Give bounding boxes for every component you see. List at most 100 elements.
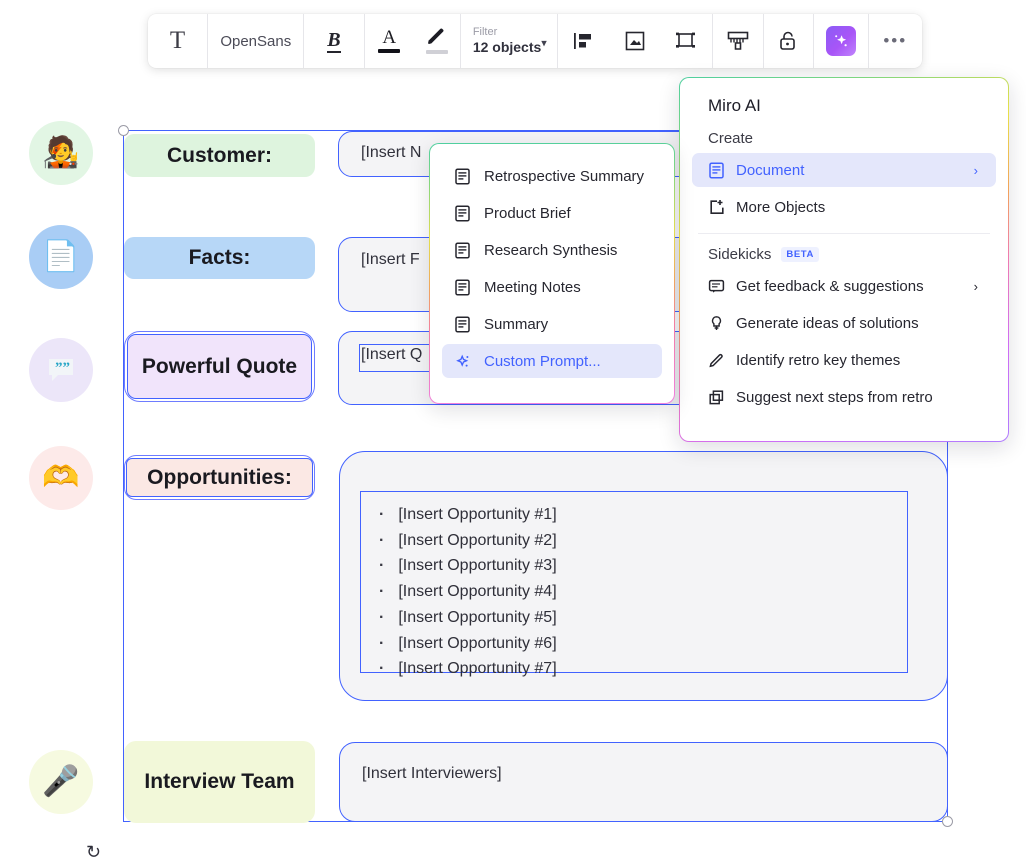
text-color-swatch <box>378 49 401 54</box>
highlight-pen-button[interactable] <box>414 14 460 68</box>
rail-item-opportunities[interactable]: 🫶 <box>29 446 93 510</box>
submenu-item-custom-prompt[interactable]: Custom Prompt... <box>442 344 662 378</box>
selection-handle-bottom-right[interactable] <box>942 816 953 827</box>
chip-customer-label: Customer: <box>166 143 272 167</box>
submenu-item-product-brief-label: Product Brief <box>484 204 571 222</box>
card-customer-text: [Insert N <box>361 144 422 161</box>
paintbrush-icon[interactable] <box>713 14 763 68</box>
chip-facts-label: Facts: <box>188 246 251 269</box>
sidekicks-section: Sidekicks BETA <box>682 246 1006 263</box>
text-format-icon[interactable]: T <box>169 27 186 54</box>
submenu-item-summary[interactable]: Summary <box>442 307 662 341</box>
toolbar-divider <box>867 14 869 68</box>
ai-menu-item-next-steps-label: Suggest next steps from retro <box>736 388 933 406</box>
more-objects-icon <box>708 199 736 216</box>
pencil-icon <box>708 352 736 369</box>
submenu-item-retrospective-summary-label: Retrospective Summary <box>484 167 645 185</box>
list-item[interactable]: [Insert Opportunity #1] <box>375 502 893 528</box>
list-item[interactable]: [Insert Opportunity #4] <box>375 579 893 605</box>
chip-powerful-quote[interactable]: Powerful Quote <box>127 334 312 399</box>
chevron-right-icon: › <box>973 278 978 294</box>
card-opportunities-edit-box[interactable]: [Insert Opportunity #1] [Insert Opportun… <box>360 491 908 677</box>
beta-badge: BETA <box>781 247 819 262</box>
quote-bubble-icon: ”” <box>49 359 73 381</box>
rail-item-interview-team[interactable]: 🎤 <box>29 750 93 814</box>
ai-menu-item-document[interactable]: Document › <box>692 153 996 187</box>
refresh-icon[interactable]: ↻ <box>86 842 102 862</box>
lightbulb-icon <box>708 315 736 332</box>
more-icon[interactable]: ••• <box>883 31 908 50</box>
list-item[interactable]: [Insert Opportunity #5] <box>375 605 893 631</box>
interview-team-icon: 🎤 <box>42 765 80 798</box>
font-family-label: OpenSans <box>220 32 292 50</box>
chip-customer[interactable]: Customer: <box>124 134 315 177</box>
sparkle-icon <box>454 353 484 370</box>
align-icon[interactable] <box>558 14 610 68</box>
font-family-selector[interactable]: OpenSans <box>208 14 303 68</box>
list-item[interactable]: [Insert Opportunity #6] <box>375 631 893 657</box>
pencil-icon <box>427 28 444 44</box>
selection-handle-top-left[interactable] <box>118 125 129 136</box>
chip-interview-team[interactable]: Interview Team <box>124 741 315 823</box>
chevron-right-icon: › <box>973 162 978 178</box>
document-icon <box>454 204 484 222</box>
highlight-color-swatch <box>425 50 448 54</box>
chip-opportunities[interactable]: Opportunities: <box>126 458 313 497</box>
ai-menu-item-retro-themes[interactable]: Identify retro key themes <box>692 343 996 377</box>
ai-sparkle-button[interactable] <box>814 14 867 68</box>
ai-menu-item-more-objects[interactable]: More Objects <box>692 190 996 224</box>
ai-menu-item-more-objects-label: More Objects <box>736 198 826 216</box>
filter-dropdown[interactable]: Filter 12 objects ▾ <box>461 14 557 68</box>
frame-icon[interactable] <box>609 14 661 68</box>
list-item[interactable]: [Insert Opportunity #3] <box>375 553 893 579</box>
ai-menu-item-retro-themes-label: Identify retro key themes <box>736 351 901 369</box>
opportunity-list: [Insert Opportunity #1] [Insert Opportun… <box>361 492 907 692</box>
document-icon <box>708 161 736 179</box>
submenu-item-product-brief[interactable]: Product Brief <box>442 196 662 230</box>
bold-button[interactable]: B <box>327 28 341 53</box>
card-opportunities[interactable]: [Insert Opportunity #1] [Insert Opportun… <box>339 451 948 701</box>
submenu-item-summary-label: Summary <box>484 315 549 333</box>
list-item[interactable]: [Insert Opportunity #7] <box>375 656 893 682</box>
card-interview-team-text: [Insert Interviewers] <box>362 765 502 782</box>
lock-icon[interactable] <box>764 14 814 68</box>
submenu-item-research-synthesis[interactable]: Research Synthesis <box>442 233 662 267</box>
ai-menu-item-next-steps[interactable]: Suggest next steps from retro <box>692 380 996 414</box>
ai-menu-item-feedback-label: Get feedback & suggestions <box>736 277 924 295</box>
submenu-item-meeting-notes-label: Meeting Notes <box>484 278 581 296</box>
list-item[interactable]: [Insert Opportunity #2] <box>375 528 893 554</box>
submenu-item-meeting-notes[interactable]: Meeting Notes <box>442 270 662 304</box>
chip-facts[interactable]: Facts: <box>124 237 315 279</box>
document-type-submenu: Retrospective Summary Product Brief <box>429 143 675 404</box>
toolbar-divider <box>712 14 714 68</box>
toolbar-divider <box>459 14 461 68</box>
format-toolbar: T OpenSans B A Filter 12 objects ▾ <box>148 14 922 68</box>
document-icon <box>454 315 484 333</box>
chip-opportunities-label: Opportunities: <box>147 465 292 489</box>
chip-interview-team-label: Interview Team <box>144 770 295 793</box>
document-icon <box>454 241 484 259</box>
card-powerful-quote-text: [Insert Q <box>361 346 423 363</box>
rail-item-quote[interactable]: ”” <box>29 338 93 402</box>
card-interview-team[interactable]: [Insert Interviewers] <box>339 742 948 822</box>
ai-menu-item-generate-ideas[interactable]: Generate ideas of solutions <box>692 306 996 340</box>
ai-sparkle-icon <box>825 26 856 56</box>
document-icon <box>454 167 484 185</box>
left-icon-rail: 🧑‍🎤 📄 ”” 🫶 🎤 ↻ <box>0 0 120 867</box>
comment-icon <box>708 278 736 295</box>
ai-menu-item-feedback[interactable]: Get feedback & suggestions › <box>692 269 996 303</box>
toolbar-divider <box>207 14 209 68</box>
document-icon <box>454 278 484 296</box>
submenu-item-retrospective-summary[interactable]: Retrospective Summary <box>442 159 662 193</box>
rail-item-customer[interactable]: 🧑‍🎤 <box>29 121 93 185</box>
toolbar-divider <box>303 14 305 68</box>
crop-icon[interactable] <box>661 14 713 68</box>
rail-item-facts[interactable]: 📄 <box>29 225 93 289</box>
chevron-down-icon: ▾ <box>541 37 547 50</box>
text-color-button[interactable]: A <box>364 14 414 68</box>
panel-divider <box>698 233 990 234</box>
copy-icon <box>708 389 736 406</box>
chip-powerful-quote-label: Powerful Quote <box>141 354 298 378</box>
miro-ai-panel: Miro AI Create Document › More <box>679 77 1009 442</box>
toolbar-divider <box>363 14 365 68</box>
